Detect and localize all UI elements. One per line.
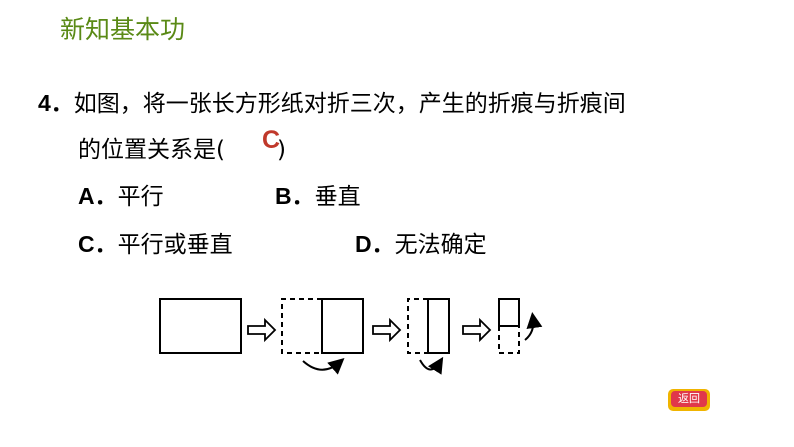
paper-step-2-dashed bbox=[281, 298, 322, 354]
fold-arrow-icon bbox=[247, 317, 277, 343]
paper-step-3-dashed bbox=[407, 298, 428, 354]
question-line-2: 的位置关系是() bbox=[78, 130, 286, 164]
fold-arrow-icon bbox=[462, 317, 492, 343]
option-text: 平行或垂直 bbox=[117, 232, 233, 258]
option-letter: A． bbox=[78, 183, 118, 209]
option-text: 垂直 bbox=[314, 184, 361, 210]
paper-step-4-dashed bbox=[498, 326, 520, 354]
option-letter: D． bbox=[355, 231, 395, 257]
back-button-label: 返回 bbox=[671, 391, 707, 407]
question-text-2: 的位置关系是( bbox=[78, 137, 225, 163]
question-line-1: 4．如图，将一张长方形纸对折三次，产生的折痕与折痕间 bbox=[38, 84, 626, 118]
option-a: A．平行 bbox=[78, 177, 164, 211]
fold-arrow-icon bbox=[372, 317, 402, 343]
question-text: 如图，将一张长方形纸对折三次，产生的折痕与折痕间 bbox=[73, 91, 626, 117]
curved-arrow-icon bbox=[302, 358, 345, 375]
option-d: D．无法确定 bbox=[355, 225, 487, 259]
section-title: 新知基本功 bbox=[60, 15, 186, 44]
option-b: B．垂直 bbox=[275, 177, 361, 211]
curved-arrow-icon bbox=[419, 356, 444, 375]
curved-arrow-icon bbox=[524, 312, 543, 341]
paper-step-4 bbox=[498, 298, 520, 327]
answer: C bbox=[262, 126, 281, 154]
paper-step-1 bbox=[159, 298, 242, 354]
option-letter: B． bbox=[275, 183, 315, 209]
option-text: 无法确定 bbox=[394, 232, 487, 258]
paper-step-3 bbox=[427, 298, 450, 354]
question-paren-close: ) bbox=[276, 137, 286, 163]
paper-step-2 bbox=[321, 298, 364, 354]
back-button[interactable]: 返回 bbox=[668, 389, 710, 411]
option-c: C．平行或垂直 bbox=[78, 225, 233, 259]
option-letter: C． bbox=[78, 231, 118, 257]
question-number: 4． bbox=[38, 90, 74, 116]
option-text: 平行 bbox=[117, 184, 164, 210]
